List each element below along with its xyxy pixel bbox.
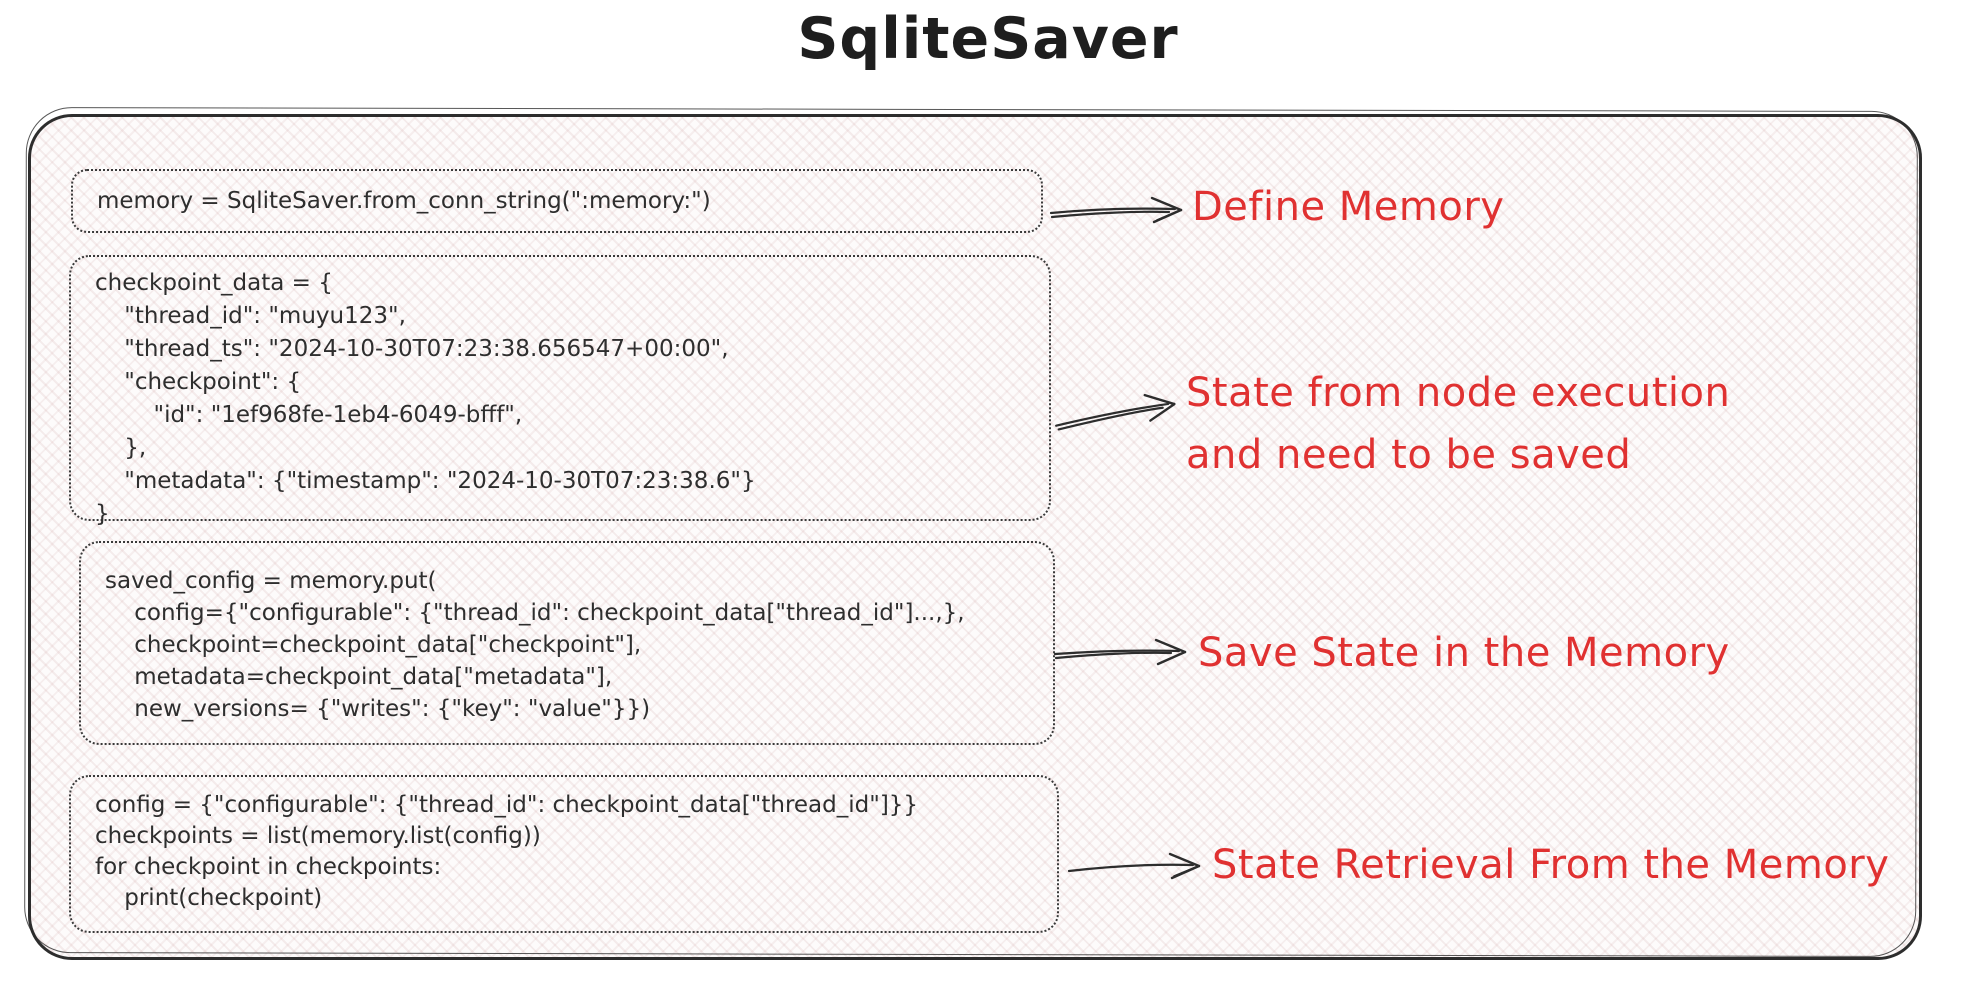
arrow-right-icon (1053, 635, 1193, 671)
code-line: "thread_ts": "2024-10-30T07:23:38.656547… (95, 336, 729, 362)
code-line: checkpoint_data = { (95, 270, 333, 296)
code-line: "metadata": {"timestamp": "2024-10-30T07… (95, 468, 756, 494)
code-block-retrieve-state: config = {"configurable": {"thread_id": … (69, 775, 1059, 933)
code-line: "thread_id": "muyu123", (95, 303, 406, 329)
code-line: } (95, 501, 110, 527)
code-block-define-memory: memory = SqliteSaver.from_conn_string(":… (71, 169, 1043, 233)
code-line: print(checkpoint) (95, 885, 323, 911)
code-line: }, (95, 435, 147, 461)
code-line: checkpoint=checkpoint_data["checkpoint"]… (105, 632, 642, 658)
annotation-state-retrieval: State Retrieval From the Memory (1212, 842, 1890, 888)
code-line: "checkpoint": { (95, 369, 302, 395)
arrow-right-icon (1067, 849, 1207, 885)
annotation-define-memory: Define Memory (1192, 184, 1505, 230)
code-block-save-state: saved_config = memory.put( config={"conf… (79, 541, 1055, 745)
code-line: saved_config = memory.put( (105, 568, 437, 594)
sqlitesaver-container: memory = SqliteSaver.from_conn_string(":… (28, 114, 1922, 960)
code-line: new_versions= {"writes": {"key": "value"… (105, 696, 651, 722)
code-line: checkpoints = list(memory.list(config)) (95, 823, 541, 849)
code-line: "id": "1ef968fe-1eb4-6049-bfff", (95, 402, 523, 428)
code-line: config = {"configurable": {"thread_id": … (95, 792, 919, 818)
page-title: SqliteSaver (797, 6, 1179, 72)
annotation-state-from-node-execution: State from node execution and need to be… (1186, 370, 1731, 478)
code-line: for checkpoint in checkpoints: (95, 854, 442, 880)
arrow-right-icon (1049, 193, 1189, 229)
code-line: config={"configurable": {"thread_id": ch… (105, 600, 965, 626)
annotation-save-state: Save State in the Memory (1198, 630, 1730, 676)
code-line: memory = SqliteSaver.from_conn_string(":… (97, 188, 711, 214)
code-block-checkpoint-data: checkpoint_data = { "thread_id": "muyu12… (69, 255, 1051, 527)
code-line: metadata=checkpoint_data["metadata"], (105, 664, 613, 690)
arrow-right-icon (1051, 384, 1185, 442)
